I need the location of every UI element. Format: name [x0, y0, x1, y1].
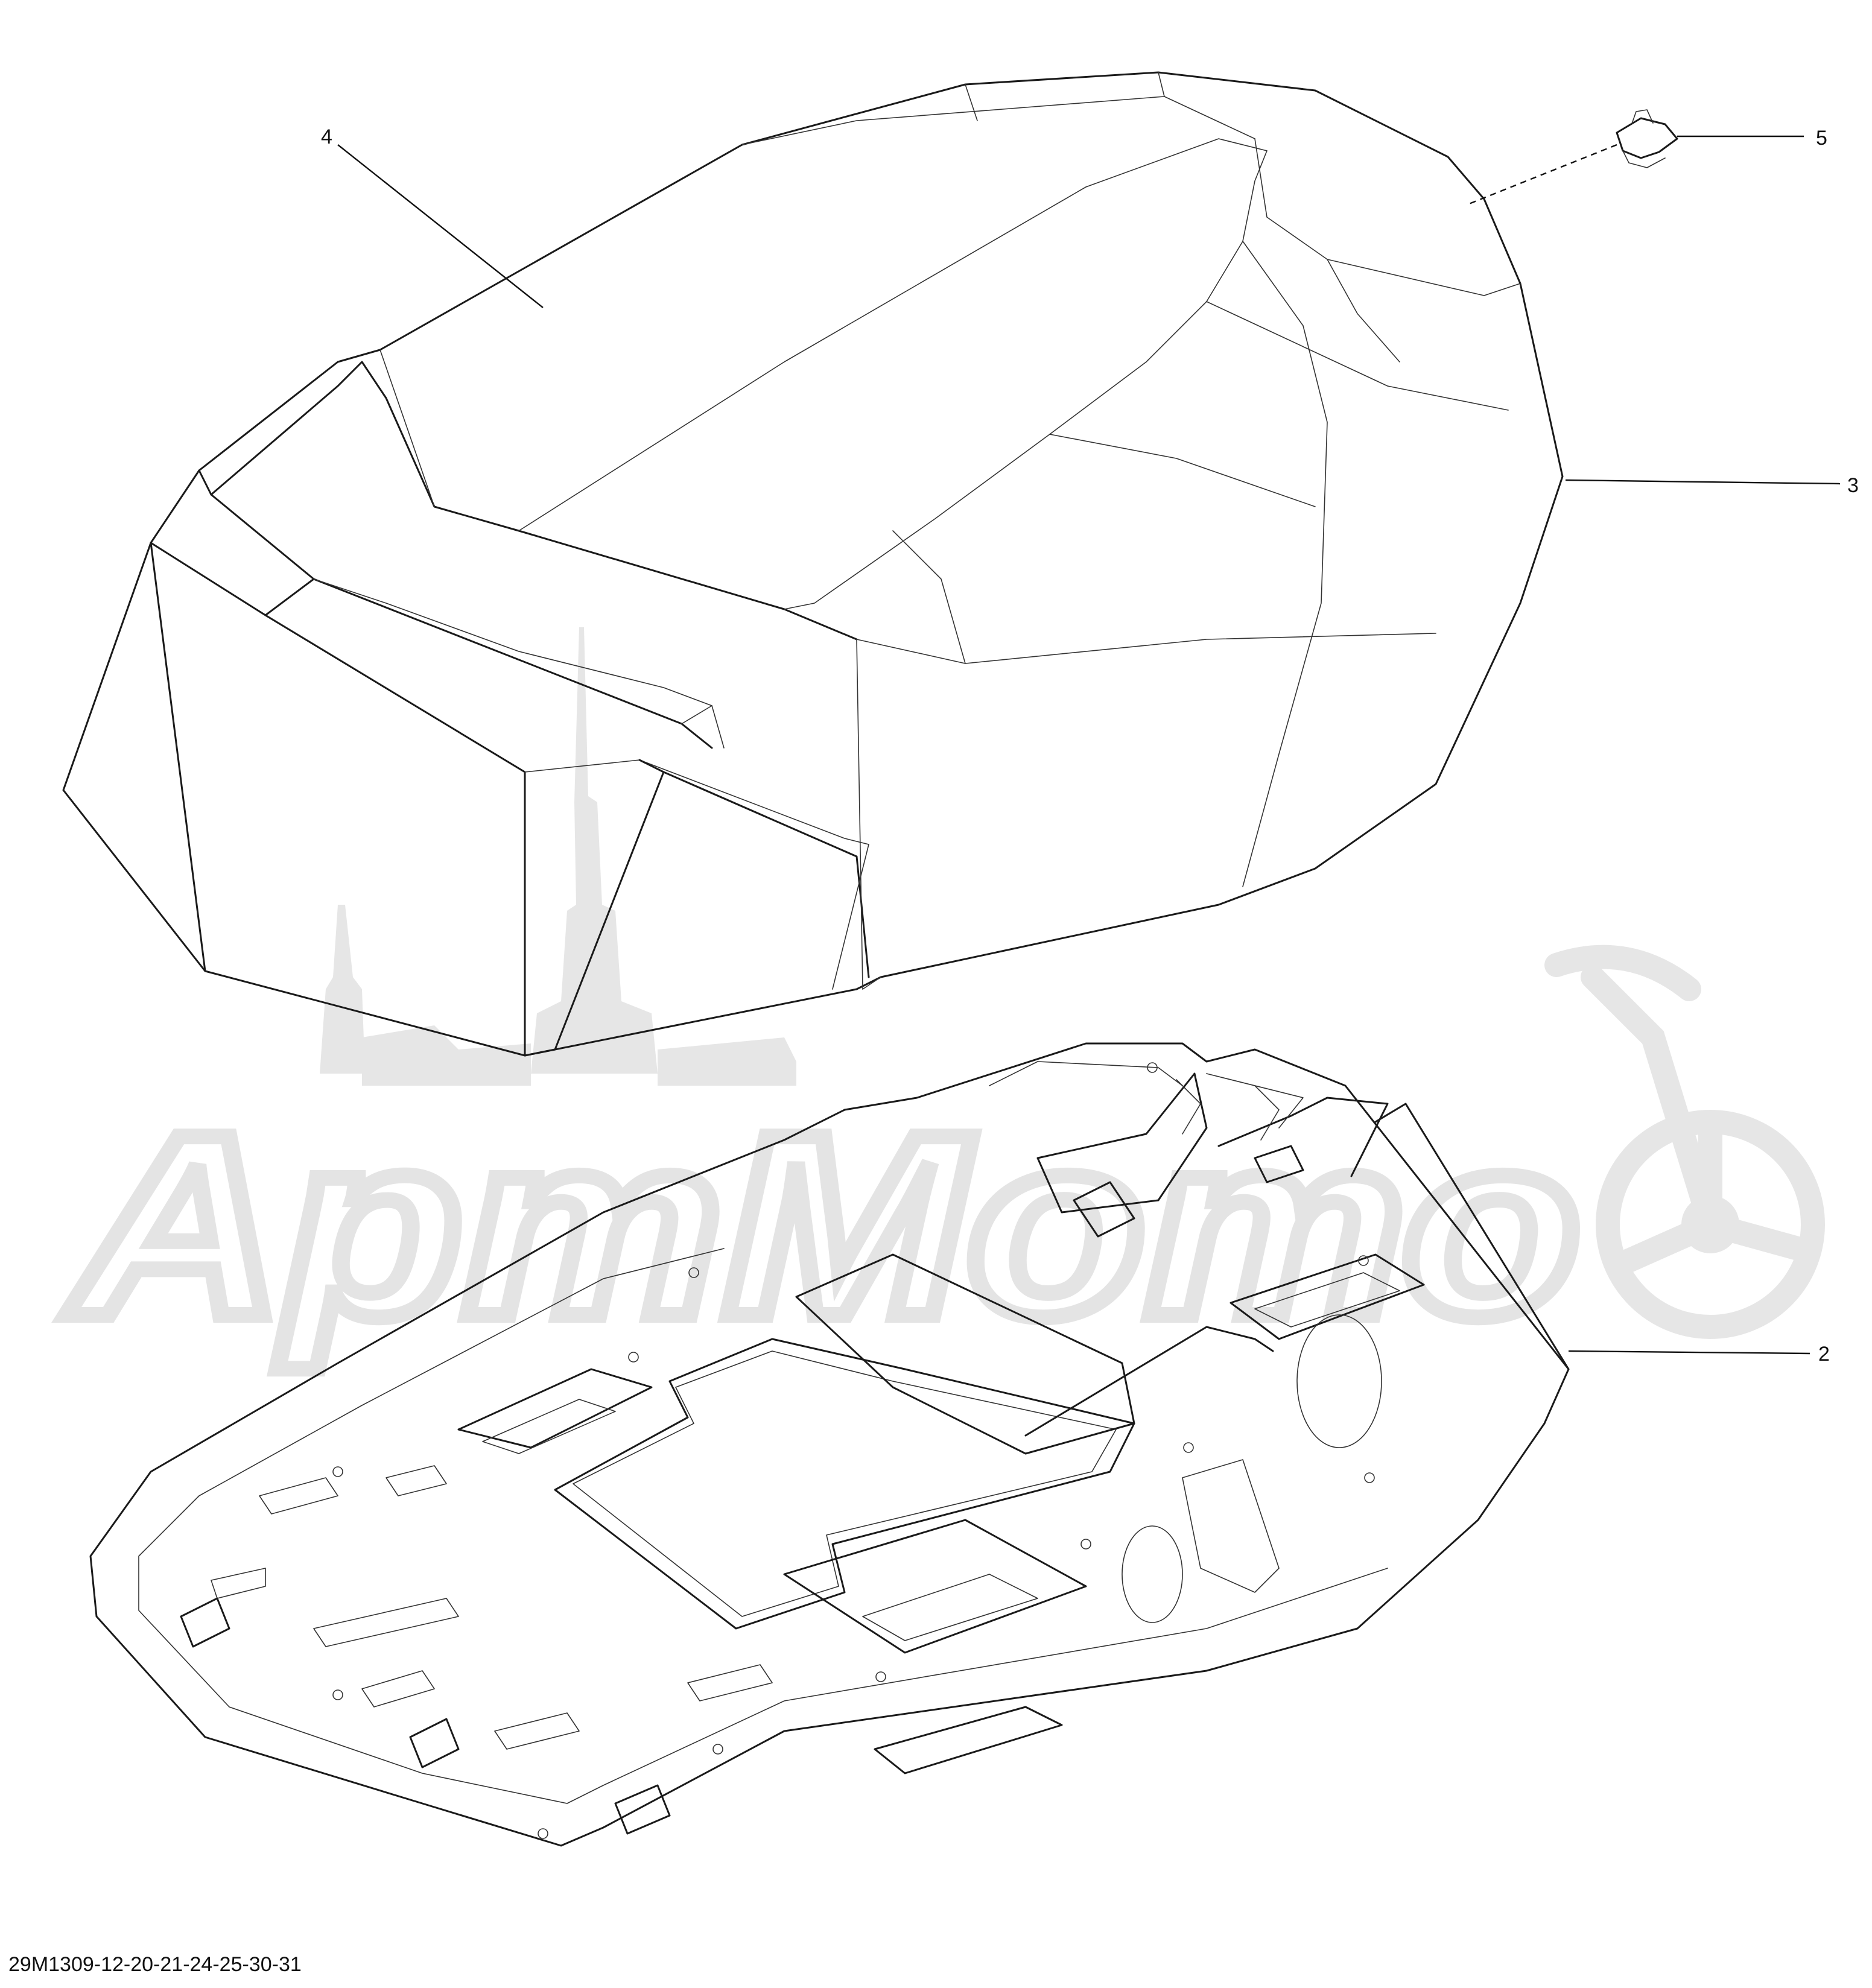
- leader-2: [1568, 1350, 1810, 1355]
- clip-part-5: [1616, 109, 1678, 168]
- watermark: АртМото: [56, 627, 1825, 1379]
- leader-4: [337, 144, 544, 308]
- callout-3: 3: [1847, 474, 1859, 497]
- clip-parts: [180, 1145, 1304, 1835]
- leader-lines: [337, 135, 1841, 1355]
- leader-5-dashed: [1465, 144, 1617, 206]
- callout-5: 5: [1816, 127, 1827, 150]
- seat-base-drawing: [89, 1042, 1570, 1847]
- leader-3: [1565, 479, 1841, 485]
- diagram-code: 29M1309-12-20-21-24-25-30-31: [8, 1953, 302, 1976]
- watermark-text: АртМото: [63, 1081, 1581, 1372]
- seat-cover-drawing: [62, 71, 1564, 1057]
- callouts: 4 5 3 2: [321, 125, 1859, 1366]
- mounting-holes: [332, 1062, 1375, 1839]
- watermark-skyline-icon: [320, 627, 796, 1086]
- callout-4: 4: [321, 125, 332, 148]
- watermark-motorcycle-icon: [1544, 945, 1825, 1339]
- callout-2: 2: [1818, 1343, 1830, 1366]
